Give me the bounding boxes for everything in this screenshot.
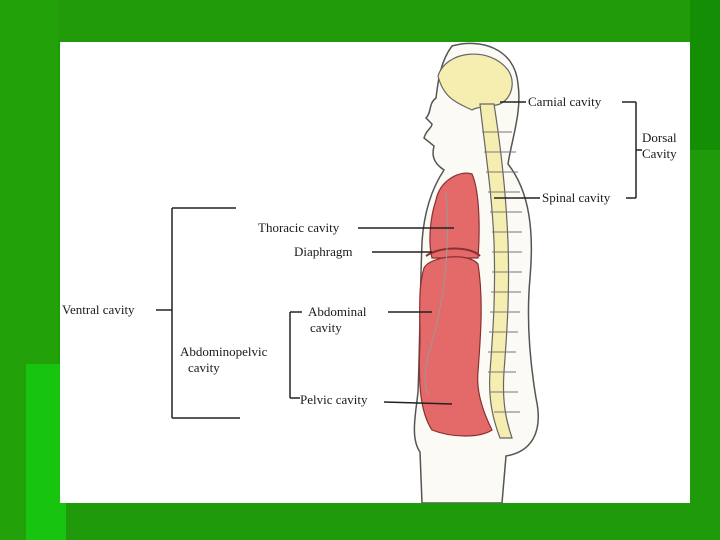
pelvic-cavity-label: Pelvic cavity (300, 392, 368, 407)
right-leaders (494, 101, 642, 199)
top-band (0, 0, 720, 38)
spinal-column (479, 103, 513, 439)
abdominal-cavity-label-line1: Abdominal (308, 304, 367, 319)
thoracic-cavity-label: Thoracic cavity (258, 220, 340, 235)
abdominopelvic-cavity-region (418, 256, 493, 437)
abdominopelvic-cavity-label-line2: cavity (188, 360, 220, 375)
diagram-panel: Carnial cavity Dorsal Cavity Spinal cavi… (60, 42, 690, 503)
decorative-block-top-right (690, 0, 720, 150)
abdominopelvic-cavity-label-line1: Abdominopelvic (180, 344, 268, 359)
cranial-cavity-label: Carnial cavity (528, 94, 602, 109)
decorative-block-bottom-left (26, 364, 66, 540)
vertebrae (482, 131, 522, 413)
thoracic-cavity-region (429, 172, 480, 259)
dorsal-cavity-label-line2: Cavity (642, 146, 677, 161)
spinal-cavity-label: Spinal cavity (542, 190, 611, 205)
abdominal-cavity-label-line2: cavity (310, 320, 342, 335)
diaphragm-label: Diaphragm (294, 244, 352, 259)
diaphragm-line (425, 247, 481, 257)
dorsal-cavity-label-line1: Dorsal (642, 130, 677, 145)
ventral-cavity-label: Ventral cavity (62, 302, 135, 317)
left-leaders (156, 207, 454, 419)
body-cavities-diagram: Carnial cavity Dorsal Cavity Spinal cavi… (62, 42, 677, 503)
